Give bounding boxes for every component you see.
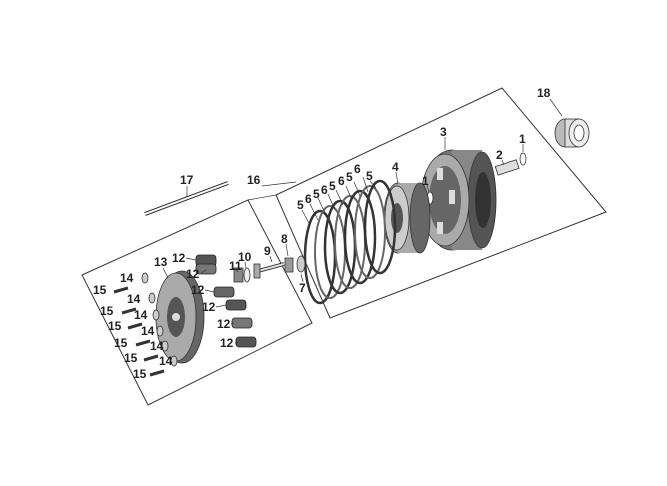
callout-12: 12 xyxy=(202,300,216,314)
clutch-housing xyxy=(420,149,497,251)
hex-nut xyxy=(284,257,294,273)
callout-6: 6 xyxy=(354,162,361,176)
thrust-washer xyxy=(243,267,251,283)
callout-6: 6 xyxy=(305,192,312,206)
callout-12: 12 xyxy=(217,317,231,331)
callout-14: 14 xyxy=(120,271,134,285)
callout-5: 5 xyxy=(366,169,373,183)
callout-4: 4 xyxy=(392,160,399,174)
callout-13: 13 xyxy=(154,255,168,269)
callout-15: 15 xyxy=(93,283,107,297)
callout-8: 8 xyxy=(281,232,288,246)
callout-15: 15 xyxy=(133,367,147,381)
callout-11: 11 xyxy=(229,259,242,273)
callout-3: 3 xyxy=(440,125,447,139)
pressure-plate xyxy=(155,270,205,364)
callout-1: 1 xyxy=(422,174,429,188)
lock-washer xyxy=(296,255,306,273)
washer-right xyxy=(519,152,527,166)
pressure-plate-assembly-frame xyxy=(81,199,313,406)
callout-5: 5 xyxy=(346,170,353,184)
needle-bearing xyxy=(233,267,244,283)
callout-16: 16 xyxy=(247,173,261,187)
callout-15: 15 xyxy=(114,336,128,350)
callout-5: 5 xyxy=(297,198,304,212)
callout-12: 12 xyxy=(220,336,234,350)
friction-plate-stack xyxy=(303,179,397,305)
callout-10: 10 xyxy=(238,250,252,264)
callout-1: 1 xyxy=(519,132,526,146)
bearing xyxy=(554,118,590,148)
bolts xyxy=(113,286,165,377)
callout-6: 6 xyxy=(338,174,345,188)
callout-9: 9 xyxy=(264,244,271,258)
callout-2: 2 xyxy=(496,148,503,162)
callout-15: 15 xyxy=(100,304,114,318)
callout-5: 5 xyxy=(329,179,336,193)
callout-6: 6 xyxy=(321,183,328,197)
bolt-washers xyxy=(141,272,178,367)
callout-12: 12 xyxy=(172,251,186,265)
callout-14: 14 xyxy=(150,339,164,353)
callout-17: 17 xyxy=(180,173,194,187)
callout-14: 14 xyxy=(127,292,141,306)
callout-5: 5 xyxy=(313,187,320,201)
callout-15: 15 xyxy=(108,319,122,333)
push-rod xyxy=(144,181,229,216)
push-bolt xyxy=(253,262,285,279)
callout-12: 12 xyxy=(191,283,205,297)
callout-14: 14 xyxy=(159,354,173,368)
callout-14: 14 xyxy=(141,324,155,338)
callout-14: 14 xyxy=(134,308,148,322)
callout-7: 7 xyxy=(299,281,306,295)
clutch-assembly-frame xyxy=(275,87,607,319)
callout-18: 18 xyxy=(537,86,551,100)
callout-12: 12 xyxy=(186,267,200,281)
callout-15: 15 xyxy=(124,351,138,365)
sleeve-pin xyxy=(494,159,520,176)
